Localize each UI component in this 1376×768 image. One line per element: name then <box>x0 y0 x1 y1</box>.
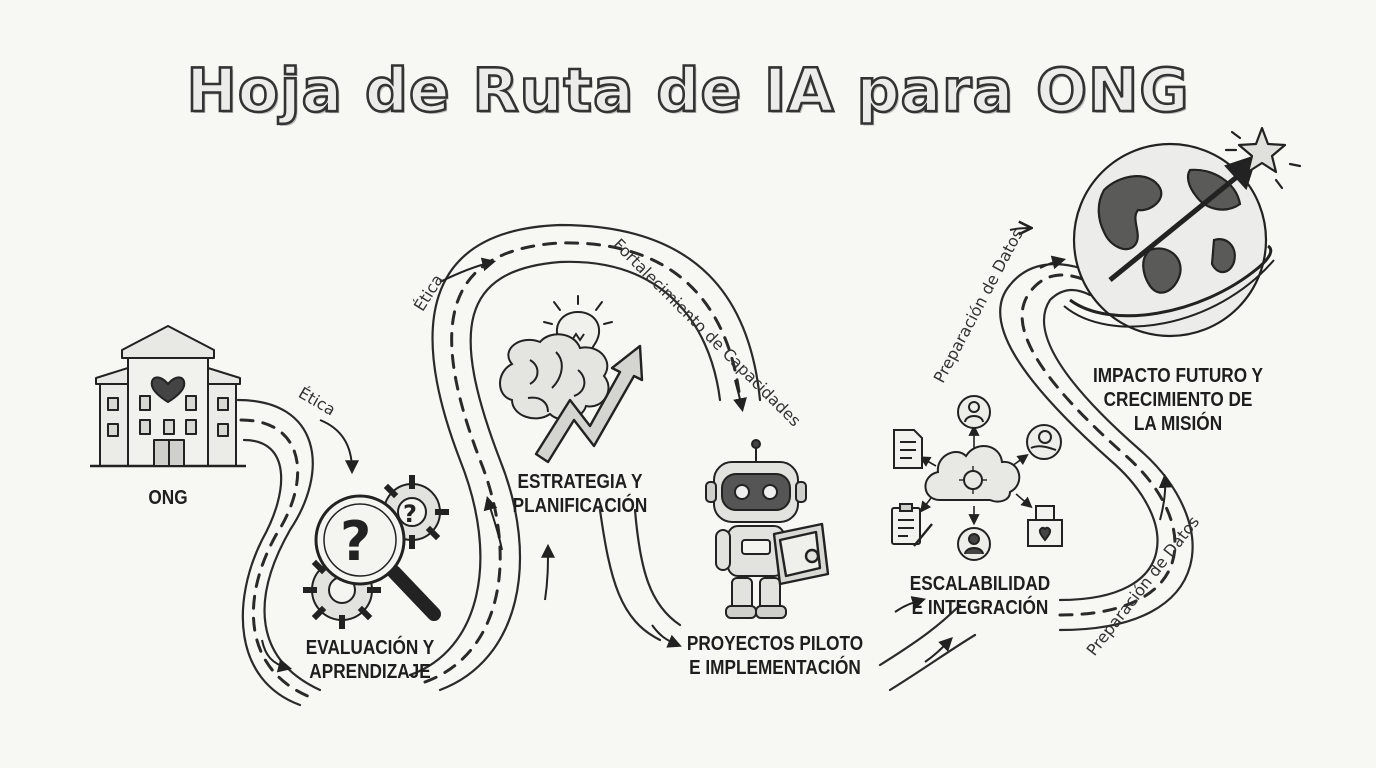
globe-icon <box>1063 142 1275 338</box>
road-segment-4 <box>878 603 962 667</box>
arrow-to-escalabilidad-2 <box>924 637 953 663</box>
label-impacto-line2: CRECIMIENTO DE <box>1103 389 1253 411</box>
document-icon <box>893 429 923 469</box>
label-ong-text: ONG <box>148 487 188 509</box>
road-segment-4b <box>888 633 977 692</box>
flow-arrows <box>261 228 1173 673</box>
arrow-to-estrategia <box>483 495 503 551</box>
road-segment-5b <box>1042 288 1194 632</box>
svg-text:?: ? <box>340 510 371 573</box>
label-escalabilidad: ESCALABILIDAD E INTEGRACIÓN <box>894 572 1066 620</box>
label-estrategia-line1: ESTRATEGIA Y <box>517 471 643 493</box>
label-evaluacion-line1: EVALUACIÓN Y <box>305 637 435 659</box>
arrow-to-escalabilidad <box>894 596 927 613</box>
label-escalabilidad-line1: ESCALABILIDAD <box>909 573 1051 595</box>
label-pilotos-line1: PROYECTOS PILOTO <box>686 633 864 655</box>
person-icon <box>957 395 991 561</box>
arrow-to-evaluacion <box>261 639 293 673</box>
label-pilotos: PROYECTOS PILOTO E IMPLEMENTACIÓN <box>668 632 883 680</box>
arrow-fortalecimiento <box>733 379 747 413</box>
road-segment-2b <box>408 223 762 677</box>
road-segment-3b <box>633 508 682 627</box>
winding-road <box>236 223 1194 707</box>
arrow-to-pilotos <box>651 624 682 648</box>
arrow-etica-2 <box>439 257 497 283</box>
arrow-datos-3 <box>1158 473 1173 521</box>
label-pilotos-line2: E IMPLEMENTACIÓN <box>689 657 861 679</box>
page-title: Hoja de Ruta de IA para ONG <box>185 55 1190 128</box>
building-heart-icon <box>90 325 246 468</box>
road-segment-3 <box>598 508 662 642</box>
arrow-datos-2 <box>1039 255 1067 270</box>
donation-box-icon <box>1027 505 1063 547</box>
arrow-up-2 <box>540 543 555 601</box>
label-impacto-line3: LA MISIÓN <box>1133 413 1223 435</box>
label-ong: ONG <box>134 486 203 510</box>
brain-icon <box>499 333 610 421</box>
robot-icon <box>705 439 807 619</box>
label-evaluacion-line2: APRENDIZAJE <box>309 661 431 683</box>
cloud-network-icon <box>919 424 1033 526</box>
arrow-datos-1 <box>1009 228 1030 230</box>
road-center-1 <box>239 418 312 699</box>
clipboard-icon <box>891 503 933 547</box>
label-impacto-line1: IMPACTO FUTURO Y <box>1092 365 1264 387</box>
growth-arrow-icon <box>534 344 644 464</box>
road-center-2 <box>423 241 742 684</box>
gears-icon: ? <box>303 475 449 629</box>
road-segment-1 <box>236 398 322 692</box>
label-evaluacion: EVALUACIÓN Y APRENDIZAJE <box>284 636 456 684</box>
road-segment-1b <box>241 438 302 707</box>
tablet-icon <box>772 522 830 586</box>
label-impacto: IMPACTO FUTURO Y CRECIMIENTO DE LA MISIÓ… <box>1083 364 1272 436</box>
road-segment-2 <box>438 260 722 692</box>
magnifier-question-icon: ? <box>314 494 441 621</box>
svg-text:?: ? <box>403 500 417 528</box>
coin-hand-icon <box>1026 424 1062 460</box>
label-estrategia-line2: PLANIFICACIÓN <box>512 495 648 517</box>
label-escalabilidad-line2: E INTEGRACIÓN <box>911 597 1049 619</box>
arrow-etica-1 <box>319 419 359 475</box>
label-estrategia: ESTRATEGIA Y PLANIFICACIÓN <box>494 470 666 518</box>
road-center-5 <box>1020 273 1177 617</box>
star-icon <box>1224 126 1302 190</box>
road-segment-5 <box>999 263 1159 602</box>
